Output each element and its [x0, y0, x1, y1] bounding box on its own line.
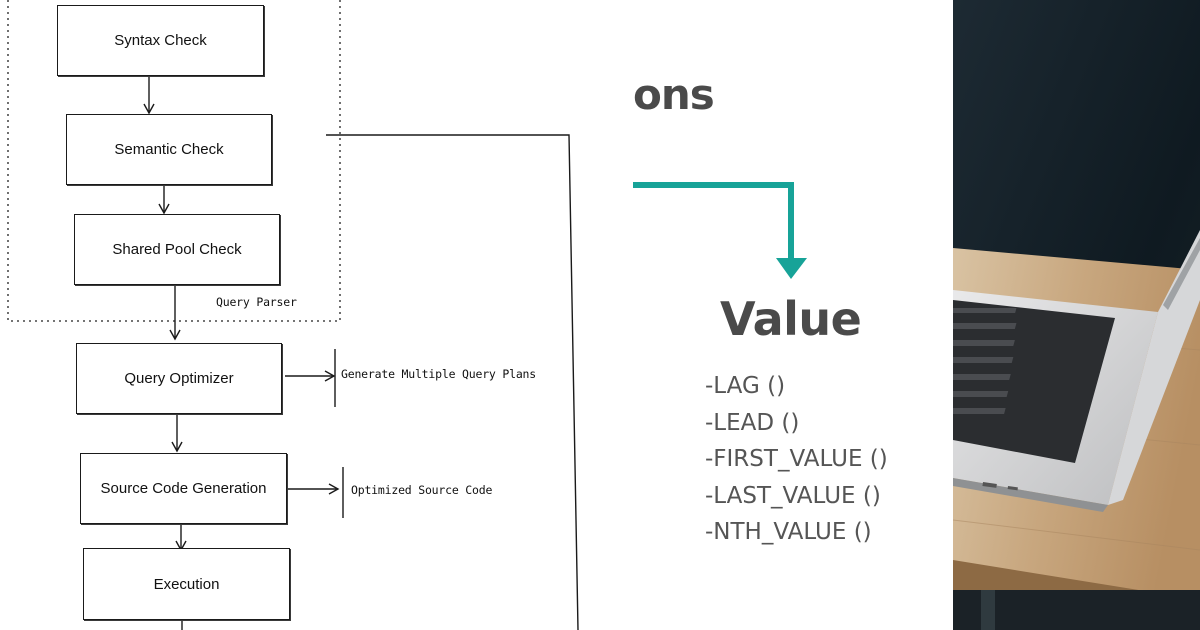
flowchart-connectors — [7, 0, 807, 630]
function-item: -FIRST_VALUE () — [705, 446, 888, 472]
function-item: -NTH_VALUE () — [705, 519, 872, 545]
teal-arrow — [633, 182, 794, 262]
function-item: -LAST_VALUE () — [705, 482, 881, 509]
slide-title-fragment: ons — [633, 70, 715, 119]
value-function-list: -LAG () -LEAD () -FIRST_VALUE () -LAST_V… — [705, 368, 888, 551]
laptop-photo-illustration — [953, 0, 1200, 630]
shared-pool-check-box: Shared Pool Check — [74, 214, 280, 285]
overlay-corner-line — [326, 134, 579, 630]
value-heading: Value — [720, 292, 862, 346]
laptop-photo — [953, 0, 1200, 630]
query-optimizer-box: Query Optimizer — [76, 343, 282, 414]
syntax-check-box: Syntax Check — [57, 5, 264, 76]
teal-arrowhead — [776, 258, 807, 279]
semantic-check-box: Semantic Check — [66, 114, 272, 185]
execution-box: Execution — [83, 548, 290, 620]
function-item: -LEAD () — [705, 409, 800, 436]
generate-plans-note: Generate Multiple Query Plans — [341, 367, 536, 381]
query-parser-group-frame — [7, 0, 341, 322]
optimized-code-note: Optimized Source Code — [351, 483, 493, 497]
function-item: -LAG () — [705, 373, 786, 399]
source-code-generation-box: Source Code Generation — [80, 453, 287, 524]
query-parser-label: Query Parser — [216, 295, 297, 309]
